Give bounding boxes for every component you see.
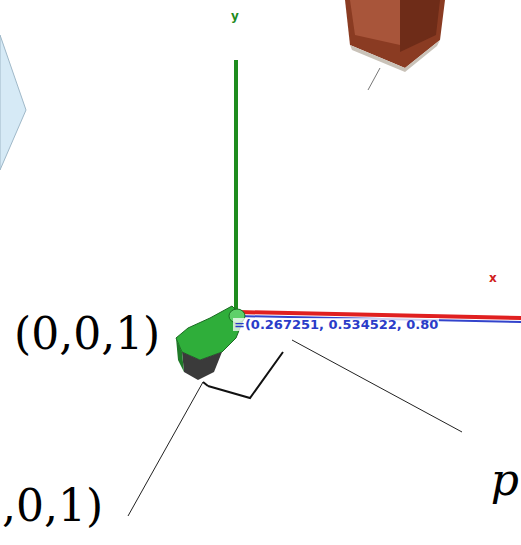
leader-line <box>292 340 462 432</box>
textured-cube <box>345 0 445 90</box>
blue-panel <box>0 35 26 170</box>
axis-label: x <box>489 272 497 284</box>
y-axis <box>234 60 238 312</box>
vector-value: =(0.267251, 0.534522, 0.80 <box>233 318 439 331</box>
right-angle-mark <box>208 352 283 398</box>
axis-label: y <box>231 10 239 22</box>
coordinate-label: ,0,1) <box>2 484 103 528</box>
leader-line <box>128 382 203 516</box>
coordinate-label: (0,0,1) <box>14 312 160 356</box>
point-label: p <box>491 458 519 502</box>
